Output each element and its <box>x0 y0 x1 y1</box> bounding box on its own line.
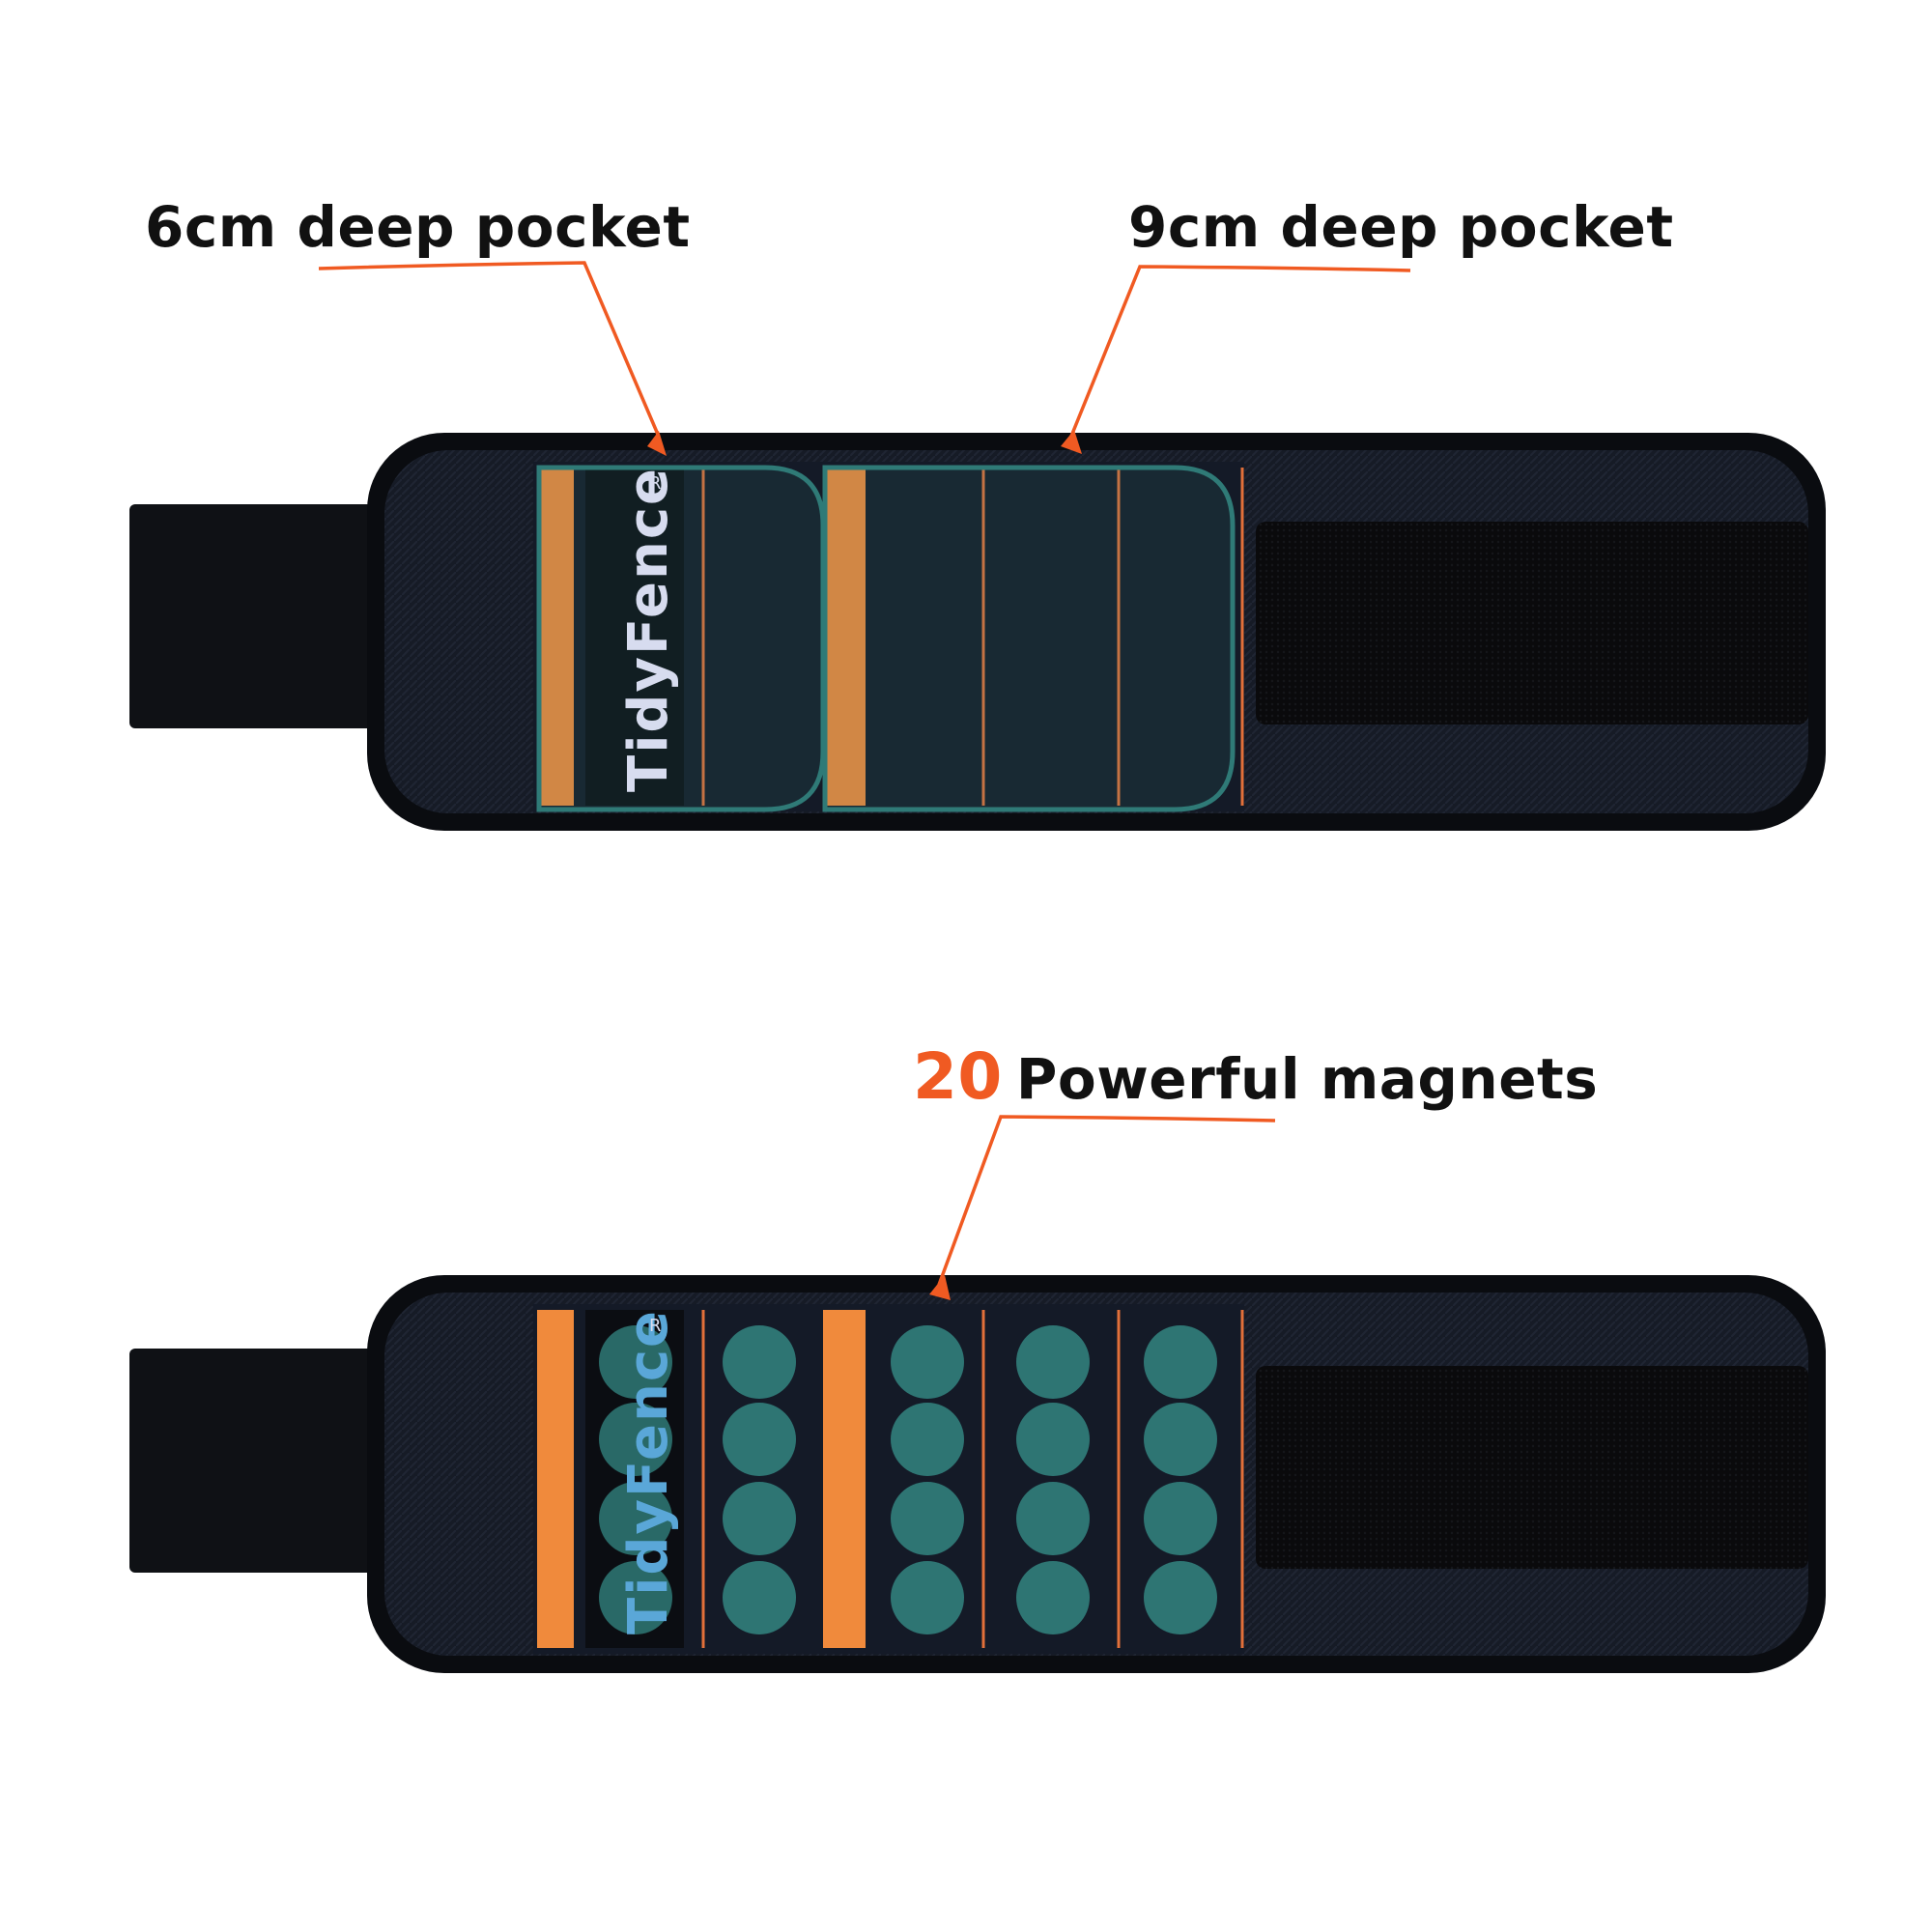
wristband-bottom: TidyFence R <box>129 1275 1826 1673</box>
magnet-15 <box>1016 1482 1090 1555</box>
registered-mark-bottom: R <box>649 1316 662 1336</box>
magnet-2 <box>599 1403 672 1476</box>
magnet-13 <box>1016 1325 1090 1399</box>
magnet-18 <box>1144 1403 1217 1476</box>
arrowheads-top <box>647 430 1082 456</box>
magnet-6 <box>723 1403 796 1476</box>
magnet-8 <box>723 1561 796 1634</box>
magnet-4 <box>599 1561 672 1634</box>
magnet-1 <box>599 1325 672 1399</box>
velcro-top <box>1256 522 1808 724</box>
pocket-6cm-outline <box>536 465 826 812</box>
brand-logo-bottom: TidyFence <box>617 1309 680 1634</box>
callout-lines-top <box>318 261 1411 440</box>
brand-logo-top: TidyFence <box>617 467 680 792</box>
magnet-20 <box>1144 1561 1217 1634</box>
magnet-16 <box>1016 1561 1090 1634</box>
wristband-top: TidyFence R <box>129 433 1826 831</box>
callout-line-bottom <box>929 1115 1276 1300</box>
orange-strap-2 <box>823 468 866 806</box>
magnet-grid <box>599 1325 1217 1634</box>
registered-mark-top: R <box>649 473 662 494</box>
orange-strap-4 <box>823 1310 866 1648</box>
magnet-5 <box>723 1325 796 1399</box>
callout-9cm-pocket: 9cm deep pocket <box>1128 194 1674 260</box>
orange-strap-3 <box>537 1310 574 1648</box>
magnet-11 <box>891 1482 964 1555</box>
magnet-3 <box>599 1482 672 1555</box>
magnet-9 <box>891 1325 964 1399</box>
magnet-19 <box>1144 1482 1217 1555</box>
magnet-count: 20 <box>913 1039 1003 1114</box>
magnet-12 <box>891 1561 964 1634</box>
magnet-10 <box>891 1403 964 1476</box>
magnet-14 <box>1016 1403 1090 1476</box>
magnets-label: Powerful magnets <box>1015 1046 1599 1112</box>
orange-strap-1 <box>537 468 574 806</box>
magnet-7 <box>723 1482 796 1555</box>
velcro-bottom <box>1256 1366 1808 1569</box>
magnet-17 <box>1144 1325 1217 1399</box>
pocket-9cm-outline <box>822 465 1236 812</box>
callout-6cm-pocket: 6cm deep pocket <box>145 194 691 260</box>
